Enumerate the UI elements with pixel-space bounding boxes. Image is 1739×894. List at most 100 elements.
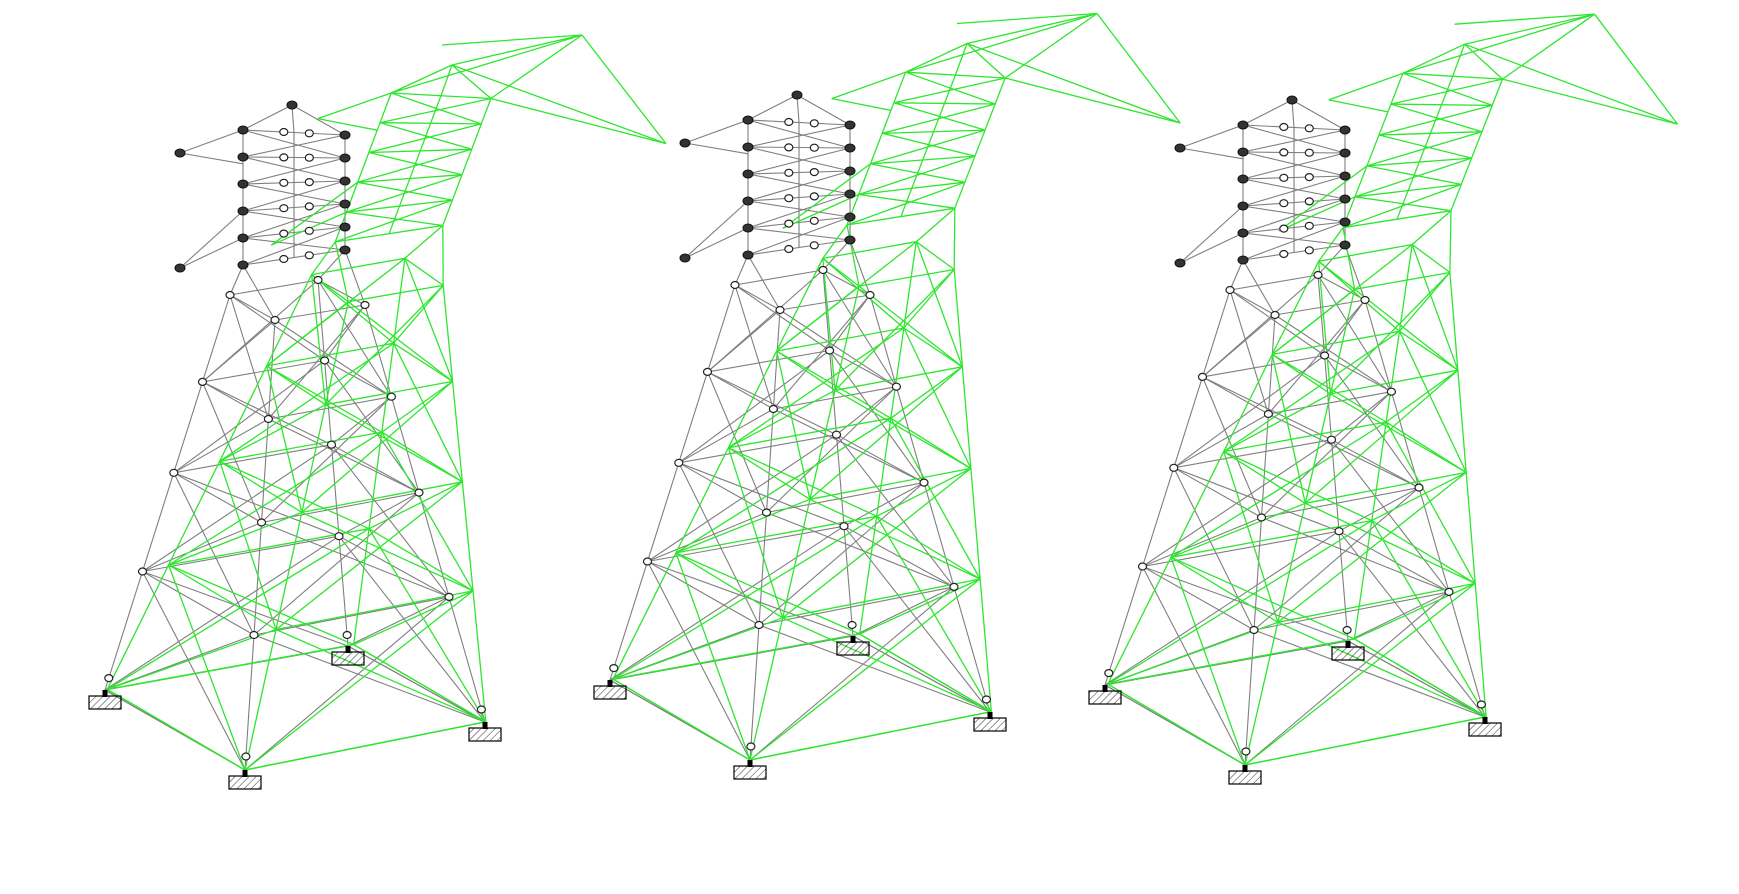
undeformed-member xyxy=(242,203,346,239)
undeformed-member xyxy=(1324,355,1392,393)
node-circle-icon xyxy=(225,290,235,300)
deformed-member xyxy=(728,417,891,449)
deformed-member xyxy=(107,643,354,691)
undeformed-member xyxy=(852,586,955,637)
deformed-member xyxy=(1244,716,1487,766)
node-circle-icon xyxy=(1360,295,1370,305)
node-circle-icon xyxy=(1256,513,1267,522)
node-circle-icon xyxy=(1304,173,1314,182)
deformed-member xyxy=(1277,471,1467,623)
node-circle-icon xyxy=(444,592,454,602)
deformed-member xyxy=(1170,557,1246,766)
node-circle-icon xyxy=(754,620,764,630)
deformed-member xyxy=(1170,421,1387,558)
deformed-member xyxy=(393,343,463,483)
node-circle-icon xyxy=(1386,387,1397,396)
deformed-member xyxy=(1223,393,1331,453)
node-circle-icon xyxy=(674,458,684,467)
deformed-member xyxy=(956,12,1098,25)
undeformed-member xyxy=(1229,289,1325,356)
deformed-member xyxy=(1502,78,1678,125)
deformed-member xyxy=(219,431,382,462)
node-circle-icon xyxy=(831,430,842,439)
deformed-member xyxy=(404,225,444,259)
hatched-fixed-support-icon xyxy=(593,680,627,700)
undeformed-member xyxy=(1202,376,1269,415)
deformed-member xyxy=(348,284,444,303)
node-circle-icon xyxy=(1237,147,1249,157)
deformed-member xyxy=(1271,353,1387,423)
undeformed-member xyxy=(1242,124,1346,154)
undeformed-member xyxy=(1173,413,1269,469)
hatched-fixed-support-icon xyxy=(228,770,262,790)
node-circle-icon xyxy=(679,138,691,148)
node-circle-icon xyxy=(809,168,819,177)
deformed-member xyxy=(776,241,917,352)
deformed-member xyxy=(347,301,453,382)
undeformed-member xyxy=(734,269,824,286)
undeformed-member xyxy=(173,360,325,474)
undeformed-member xyxy=(843,482,925,527)
deformed-member xyxy=(1366,131,1483,167)
undeformed-member xyxy=(1331,439,1420,489)
node-circle-icon xyxy=(791,90,803,100)
undeformed-member xyxy=(829,294,871,351)
deformed-member xyxy=(451,64,492,99)
deformed-member xyxy=(890,417,981,580)
deformed-member xyxy=(1223,330,1400,453)
deformed-member xyxy=(905,71,996,105)
deformed-member xyxy=(1170,556,1279,623)
deformed-member xyxy=(1396,75,1454,220)
node-circle-icon xyxy=(326,440,337,449)
deformed-member xyxy=(490,97,667,145)
deformed-member xyxy=(1402,13,1595,74)
deformed-member xyxy=(775,350,811,500)
deformed-member xyxy=(776,327,904,352)
deformed-member xyxy=(966,42,1181,124)
node-circle-icon xyxy=(1104,668,1114,678)
deformed-member xyxy=(782,617,992,713)
undeformed-member xyxy=(647,561,751,761)
deformed-member xyxy=(858,285,963,368)
node-circle-icon xyxy=(775,305,785,315)
node-circle-icon xyxy=(1339,194,1351,204)
node-circle-icon xyxy=(730,280,740,290)
undeformed-member xyxy=(347,596,450,647)
undeformed-member xyxy=(229,264,244,296)
deformed-member xyxy=(1278,165,1368,232)
deformed-member xyxy=(368,528,474,592)
node-circle-icon xyxy=(844,212,856,222)
undeformed-member xyxy=(242,156,346,182)
node-circle-icon xyxy=(313,275,323,285)
node-circle-icon xyxy=(1304,197,1314,206)
deformed-member xyxy=(834,389,972,469)
deformed-member xyxy=(1305,502,1476,584)
undeformed-member xyxy=(747,216,851,256)
deformed-member xyxy=(1354,288,1459,371)
node-circle-icon xyxy=(249,630,259,640)
undeformed-member xyxy=(1202,354,1325,378)
node-circle-icon xyxy=(609,663,619,673)
undeformed-member xyxy=(684,142,749,155)
undeformed-member xyxy=(773,386,897,410)
deformed-member xyxy=(310,274,327,405)
undeformed-member xyxy=(229,279,319,296)
node-circle-icon xyxy=(339,222,351,232)
deformed-member xyxy=(325,380,453,406)
undeformed-member xyxy=(173,472,340,537)
deformed-member xyxy=(275,590,474,631)
node-circle-icon xyxy=(761,508,772,517)
undeformed-member xyxy=(678,462,767,513)
deformed-member xyxy=(612,617,783,680)
deformed-member xyxy=(346,211,443,227)
undeformed-member xyxy=(179,237,244,269)
undeformed-member xyxy=(242,104,293,131)
undeformed-member xyxy=(1179,232,1244,264)
undeformed-member xyxy=(242,210,346,228)
deformed-member xyxy=(311,241,336,275)
deformed-member xyxy=(846,224,860,287)
deformed-member xyxy=(882,129,986,134)
deformed-member xyxy=(749,285,860,761)
node-circle-icon xyxy=(742,115,754,125)
